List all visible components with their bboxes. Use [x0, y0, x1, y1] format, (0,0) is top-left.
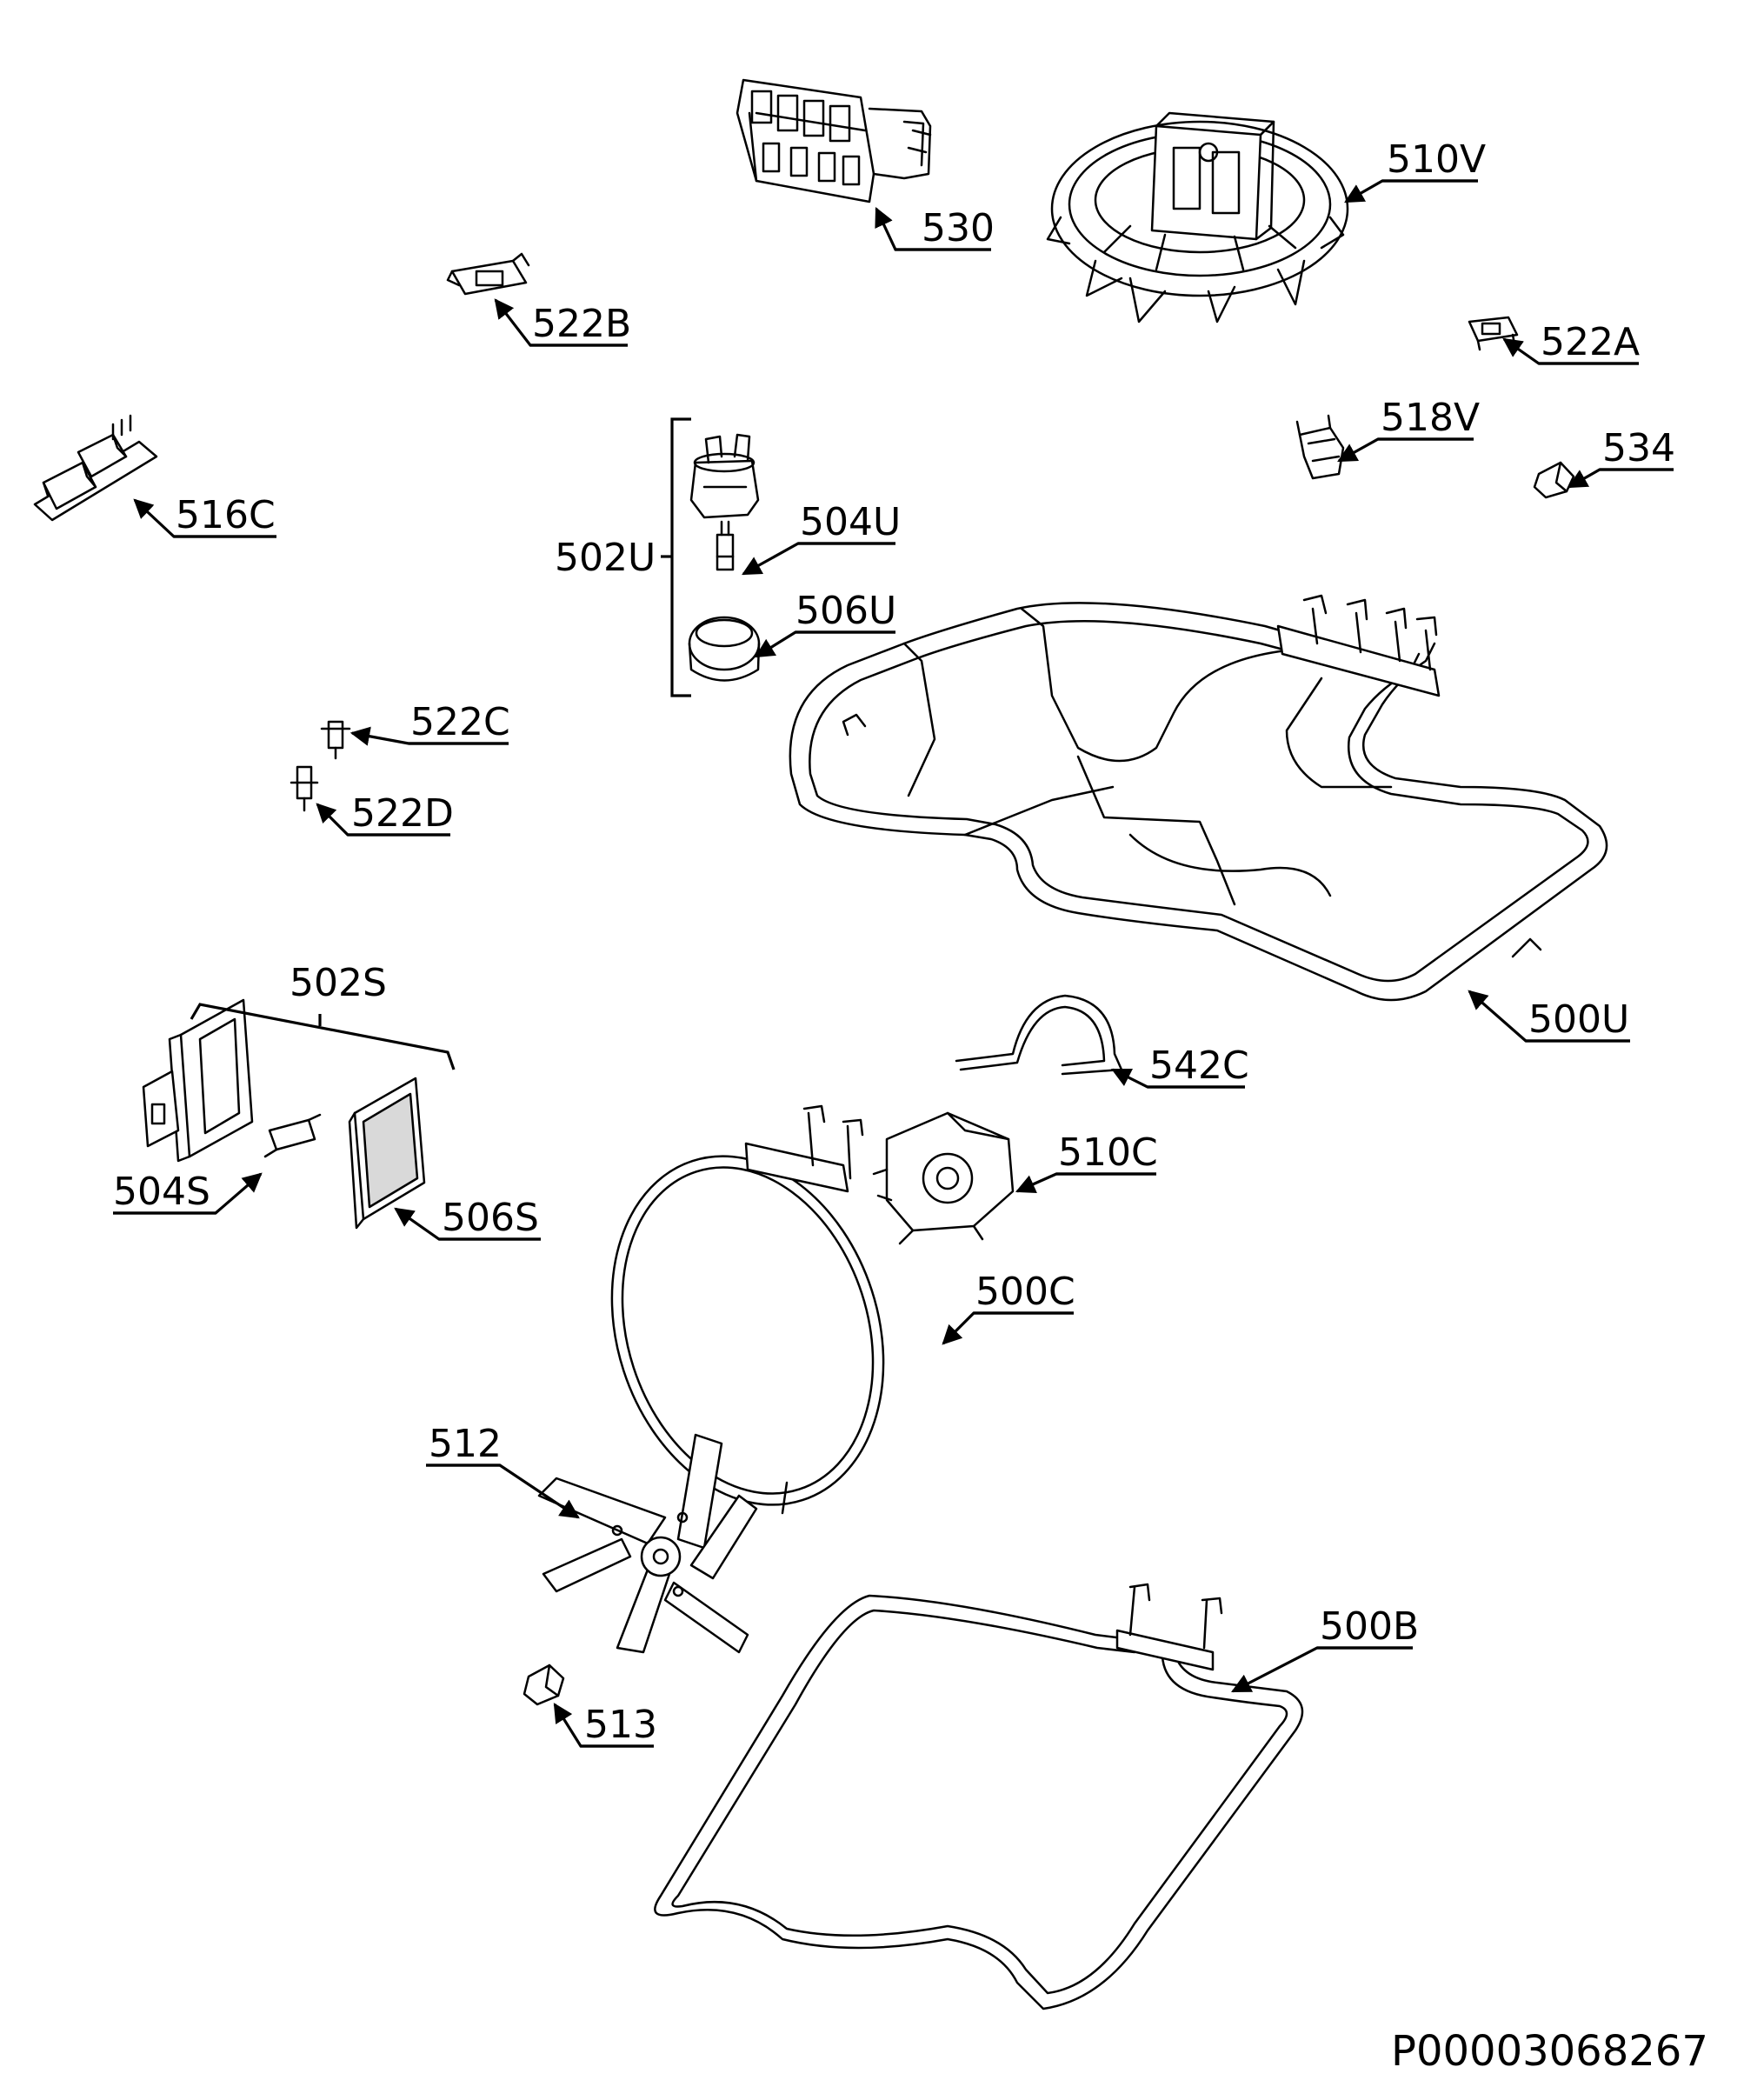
part-518V-thermostat [1295, 414, 1345, 480]
label-516C: 516C [176, 493, 276, 537]
callout-502U: 502U [555, 417, 691, 697]
callout-506S: 506S [394, 1196, 541, 1241]
part-502U-lamp-housing [689, 433, 760, 519]
part-522D-pin [290, 765, 319, 812]
part-500C-circular-element [610, 1104, 885, 1515]
callout-534: 534 [1568, 426, 1675, 489]
callout-522A: 522A [1502, 320, 1640, 365]
part-502S-bracket [190, 1003, 456, 1070]
callout-510C: 510C [1015, 1130, 1158, 1194]
label-512: 512 [429, 1422, 502, 1466]
part-512-fan-blade [537, 1433, 758, 1654]
callout-522B: 522B [494, 298, 631, 347]
callout-518V: 518V [1337, 396, 1480, 463]
label-506S: 506S [442, 1196, 539, 1240]
label-518V: 518V [1381, 396, 1480, 440]
label-513: 513 [584, 1703, 657, 1747]
callout-510V: 510V [1344, 137, 1486, 203]
part-506S-lens [348, 1077, 426, 1230]
part-502S-side-lamp-housing [142, 998, 254, 1163]
callout-530: 530 [875, 206, 995, 251]
part-522C-pin [320, 720, 351, 760]
label-542C: 542C [1149, 1044, 1249, 1088]
part-530-terminal-block [736, 78, 932, 203]
label-500U: 500U [1528, 997, 1629, 1042]
label-534: 534 [1602, 426, 1675, 470]
callout-500B: 500B [1231, 1604, 1419, 1693]
callout-504U: 504U [742, 500, 901, 576]
part-504S-bulb [263, 1113, 322, 1158]
label-506U: 506U [795, 589, 896, 633]
label-510V: 510V [1387, 137, 1486, 182]
label-504U: 504U [800, 500, 901, 544]
label-502U: 502U [555, 536, 656, 580]
part-522A-bracket [1468, 316, 1519, 351]
callout-522C: 522C [349, 700, 510, 746]
callout-502S: 502S [290, 961, 387, 1005]
label-530: 530 [922, 206, 995, 250]
part-500B-bottom-element [654, 1583, 1304, 2010]
callout-512: 512 [426, 1422, 580, 1519]
part-510C-motor [872, 1111, 1015, 1245]
label-522C: 522C [410, 700, 510, 744]
callout-500U: 500U [1468, 990, 1630, 1043]
callout-522D: 522D [316, 791, 454, 837]
callout-506U: 506U [755, 589, 896, 658]
label-500B: 500B [1320, 1604, 1419, 1649]
document-id: P00003068267 [1391, 2027, 1708, 2076]
part-513-cap [523, 1664, 565, 1706]
part-522B-bracket [446, 252, 530, 296]
part-506U-lens [688, 616, 761, 682]
callout-504S: 504S [113, 1170, 263, 1215]
callout-500C: 500C [942, 1270, 1075, 1345]
callout-513: 513 [553, 1703, 657, 1748]
label-504S: 504S [113, 1170, 210, 1214]
callout-516C: 516C [133, 493, 276, 538]
part-516C-circuit-board [33, 414, 158, 522]
label-510C: 510C [1058, 1130, 1158, 1175]
part-510V-fan-motor-assembly [1046, 111, 1349, 323]
label-522B: 522B [532, 302, 631, 346]
label-502S: 502S [290, 961, 387, 1005]
part-500U-top-heating-element [789, 594, 1608, 1002]
label-522A: 522A [1541, 320, 1640, 364]
callout-542C: 542C [1110, 1044, 1249, 1089]
part-534-cap [1533, 461, 1575, 499]
label-522D: 522D [351, 791, 454, 836]
part-504U-bulb [716, 520, 735, 571]
part-542C-wire-clip [955, 994, 1123, 1076]
label-500C: 500C [975, 1270, 1075, 1314]
